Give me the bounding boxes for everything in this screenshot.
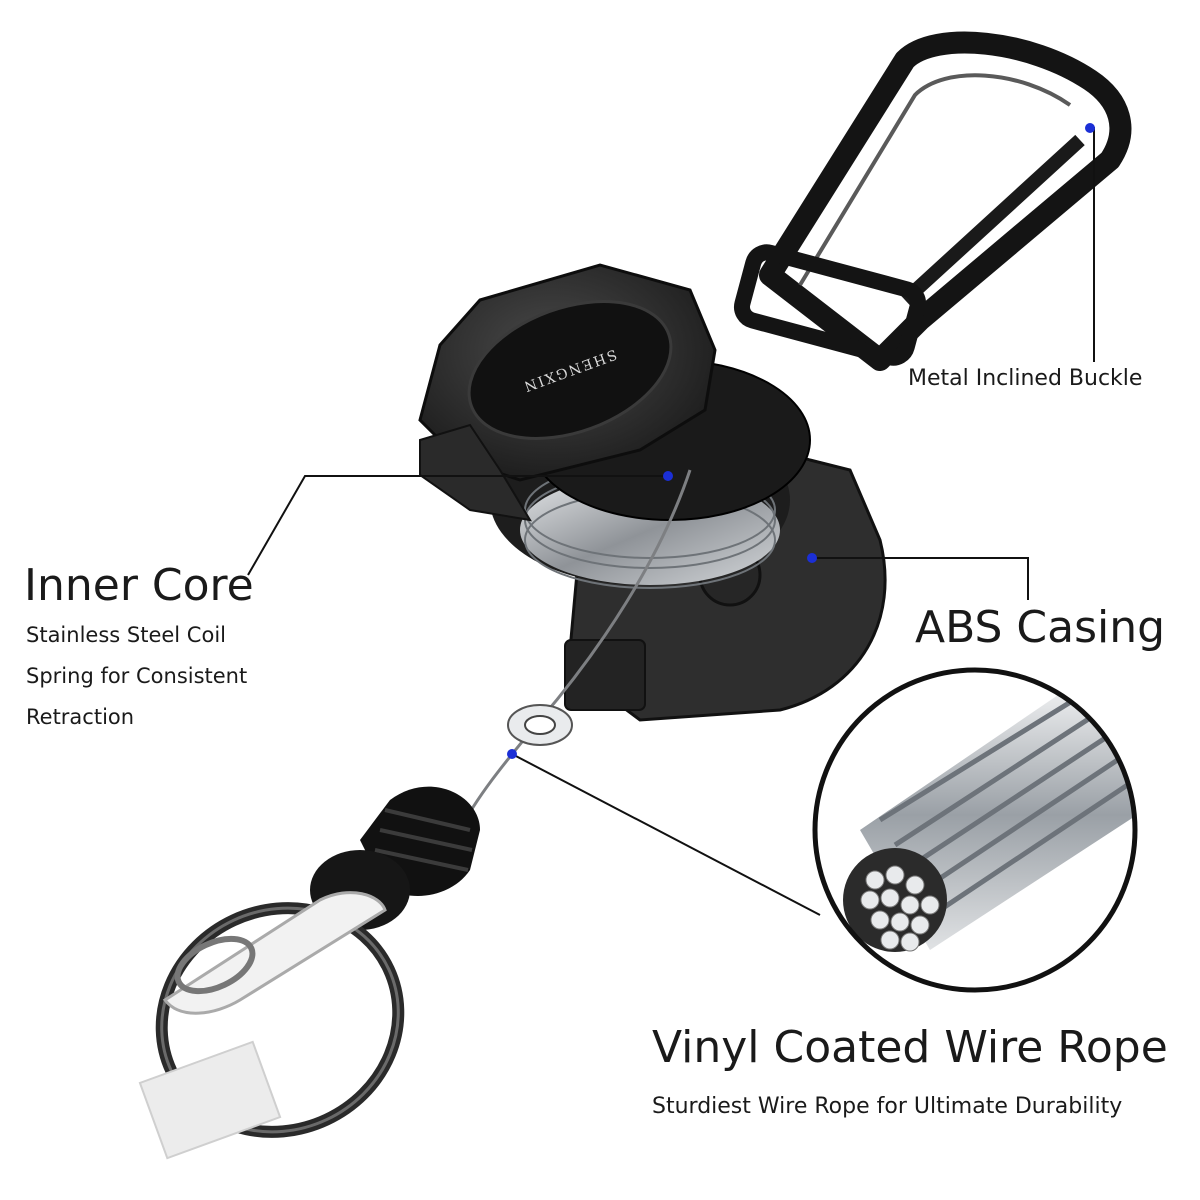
- inner-core-desc-line: Stainless Steel Coil: [26, 623, 226, 647]
- abs-casing-title: ABS Casing: [915, 602, 1166, 653]
- inner-core-description: Stainless Steel Coil Spring for Consiste…: [26, 615, 247, 738]
- wire-pointer-dot: [507, 749, 517, 759]
- key-rings: [138, 891, 405, 1160]
- buckle-pointer-dot: [1085, 123, 1095, 133]
- inner-core-pointer-dot: [663, 471, 673, 481]
- wire-rope-description: Sturdiest Wire Rope for Ultimate Durabil…: [652, 1094, 1123, 1119]
- buckle-label: Metal Inclined Buckle: [908, 366, 1143, 391]
- pointer-dots: [507, 123, 1095, 759]
- carabiner-buckle: [733, 31, 1132, 371]
- front-cap-shape: SHENGXIN: [418, 263, 717, 522]
- grommet: [507, 704, 573, 746]
- inner-core-desc-line: Retraction: [26, 705, 135, 729]
- wire-rope-title: Vinyl Coated Wire Rope: [652, 1022, 1168, 1073]
- inner-core-title: Inner Core: [24, 560, 254, 611]
- abs-casing-pointer-dot: [807, 553, 817, 563]
- inner-core-desc-line: Spring for Consistent: [26, 664, 248, 688]
- wire-rope-detail: [812, 667, 1138, 993]
- wire-cable: [458, 469, 692, 831]
